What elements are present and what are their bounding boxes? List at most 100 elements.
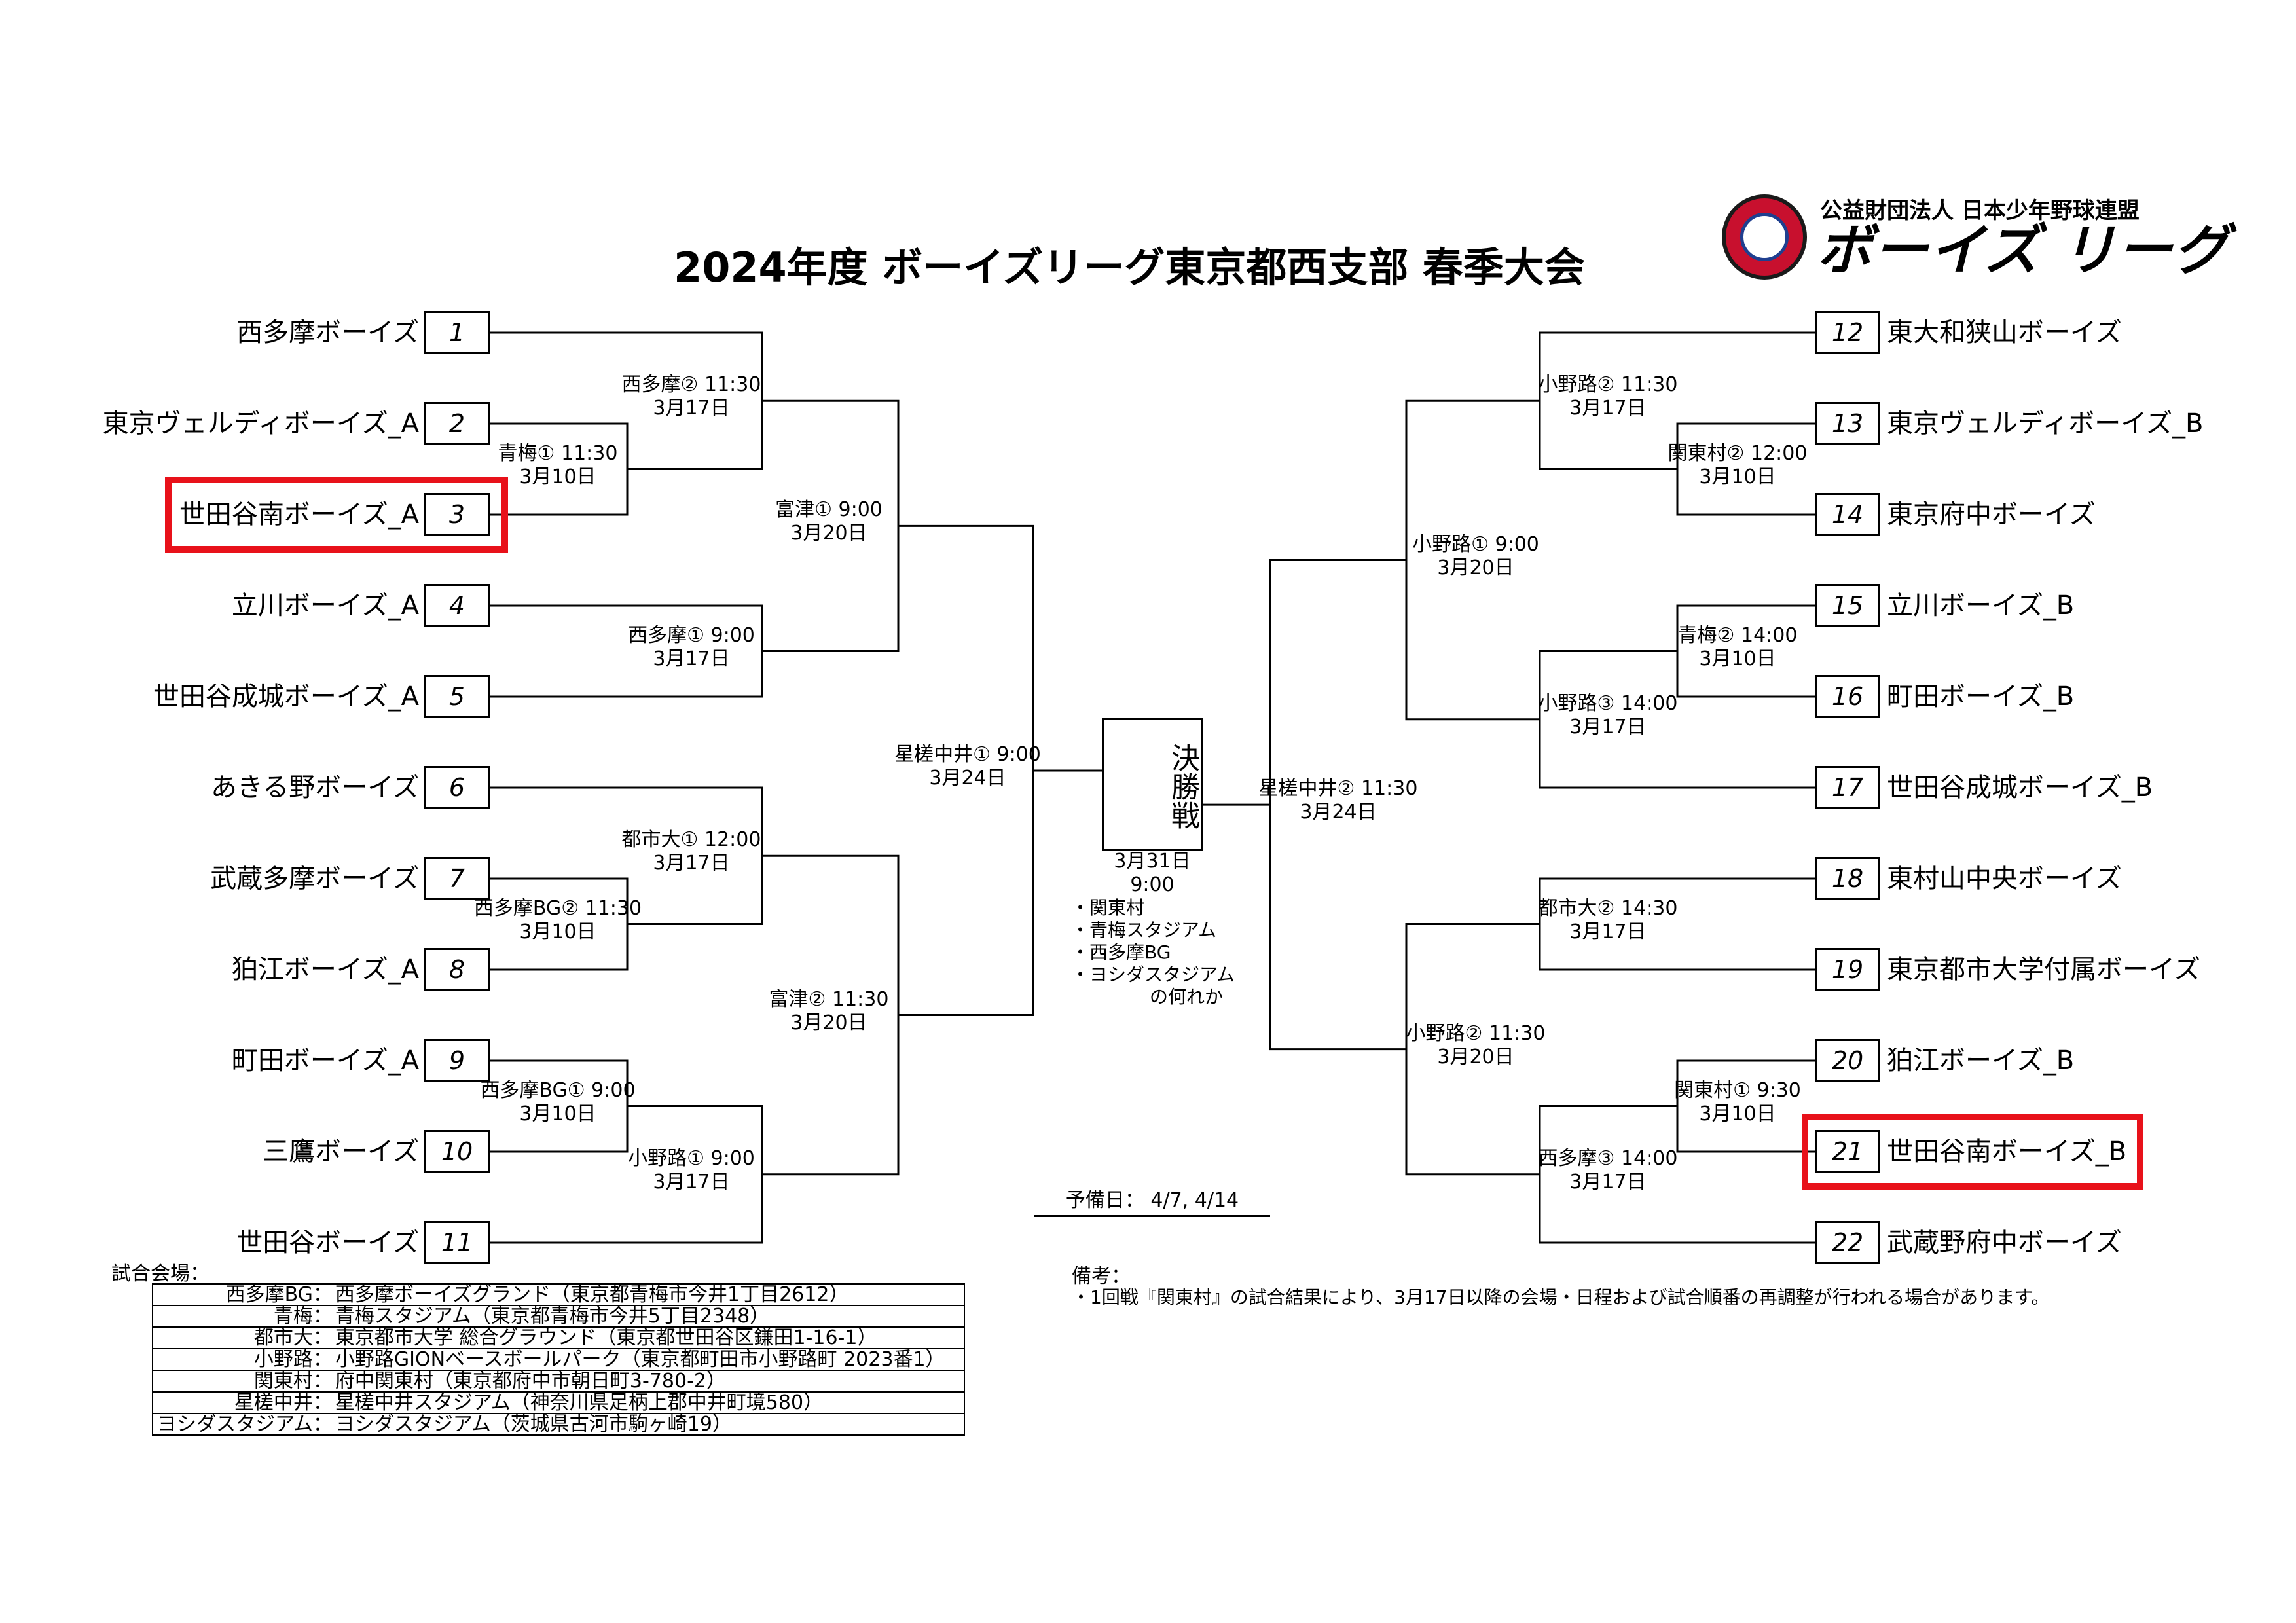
team-seed-number: 17: [1815, 766, 1880, 809]
match-date: 3月20日: [790, 522, 867, 545]
match-date: 3月20日: [1437, 556, 1514, 579]
team-name: 世田谷南ボーイズ_A: [179, 500, 419, 530]
venue-table: 西多摩BG：西多摩ボーイズグランド（東京都青梅市今井1丁目2612）青梅：青梅ス…: [152, 1283, 966, 1436]
match-venue-time: 小野路① 9:00: [1412, 532, 1539, 556]
team-seed-number: 10: [424, 1130, 490, 1173]
venue-abbreviation: 星槎中井：: [152, 1391, 333, 1414]
league-logo: 公益財団法人 日本少年野球連盟 ボーイズ リーグ: [1722, 191, 2229, 283]
match-date: 3月17日: [1569, 920, 1647, 943]
team-name: 東京都市大学付属ボーイズ: [1887, 955, 2200, 985]
final-venue: ・ヨシダスタジアム: [1071, 964, 1235, 985]
team-seed-number: 8: [424, 948, 490, 991]
final-venue: ・西多摩BG: [1071, 941, 1171, 963]
match-venue-time: 星槎中井② 11:30: [1258, 777, 1418, 801]
team-name: 東大和狭山ボーイズ: [1887, 318, 2122, 348]
team-seed-number: 13: [1815, 402, 1880, 445]
team-seed-number: 4: [424, 584, 490, 627]
venue-detail: 西多摩ボーイズグランド（東京都青梅市今井1丁目2612）: [332, 1283, 966, 1306]
team-name: 世田谷ボーイズ: [236, 1228, 419, 1258]
match-date: 3月17日: [653, 1170, 730, 1194]
table-row: ヨシダスタジアム：ヨシダスタジアム（茨城県古河市駒ヶ崎19）: [152, 1413, 966, 1436]
final-date: 3月31日: [1114, 850, 1191, 873]
match-venue-time: 青梅② 14:00: [1677, 623, 1798, 647]
team-seed-number: 7: [424, 857, 490, 900]
logo-organization-text: 公益財団法人 日本少年野球連盟: [1820, 198, 2140, 224]
match-date: 3月10日: [1699, 1102, 1776, 1125]
team-seed-number: 1: [424, 311, 490, 354]
team-seed-number: 16: [1815, 675, 1880, 718]
table-row: 青梅：青梅スタジアム（東京都青梅市今井5丁目2348）: [152, 1305, 966, 1328]
final-time: 9:00: [1130, 873, 1175, 896]
match-date: 3月10日: [519, 1102, 596, 1125]
match-date: 3月24日: [929, 766, 1006, 790]
team-seed-number: 3: [424, 493, 490, 536]
table-row: 都市大：東京都市大学 総合グラウンド（東京都世田谷区鎌田1-16-1）: [152, 1326, 966, 1349]
team-name: 東村山中央ボーイズ: [1887, 864, 2122, 894]
team-seed-number: 2: [424, 402, 490, 445]
match-venue-time: 小野路② 11:30: [1538, 373, 1678, 397]
match-venue-time: 富津② 11:30: [769, 987, 889, 1011]
venue-detail: 青梅スタジアム（東京都青梅市今井5丁目2348）: [332, 1305, 966, 1328]
match-venue-time: 関東村① 9:30: [1674, 1078, 1801, 1102]
match-date: 3月17日: [653, 647, 730, 670]
venue-detail: 東京都市大学 総合グラウンド（東京都世田谷区鎌田1-16-1）: [332, 1326, 966, 1349]
team-seed-number: 14: [1815, 493, 1880, 536]
venue-abbreviation: 都市大：: [152, 1326, 333, 1349]
page-title: 2024年度 ボーイズリーグ東京都西支部 春季大会: [674, 244, 1585, 291]
venue-abbreviation: 西多摩BG：: [152, 1283, 333, 1306]
team-name: あきる野ボーイズ: [211, 773, 419, 803]
match-venue-time: 西多摩BG② 11:30: [473, 896, 642, 920]
match-date: 3月24日: [1300, 801, 1377, 824]
match-date: 3月17日: [653, 397, 730, 420]
venue-table-heading: 試合会場：: [111, 1262, 210, 1285]
venue-abbreviation: 関東村：: [152, 1370, 333, 1393]
team-name: 狛江ボーイズ_A: [231, 955, 419, 985]
team-name: 武蔵多摩ボーイズ: [210, 864, 419, 894]
match-venue-time: 西多摩③ 14:00: [1538, 1146, 1678, 1170]
final-venue-note: の何れか: [1150, 986, 1224, 1008]
match-date: 3月10日: [519, 465, 596, 488]
team-name: 東京ヴェルディボーイズ_A: [102, 409, 419, 439]
match-venue-time: 小野路② 11:30: [1406, 1021, 1546, 1045]
table-row: 星槎中井：星槎中井スタジアム（神奈川県足柄上郡中井町境580）: [152, 1391, 966, 1414]
team-name: 西多摩ボーイズ: [236, 318, 419, 348]
team-seed-number: 9: [424, 1039, 490, 1082]
team-name: 武蔵野府中ボーイズ: [1887, 1228, 2122, 1258]
team-name: 東京ヴェルディボーイズ_B: [1887, 409, 2204, 439]
team-seed-number: 6: [424, 766, 490, 809]
team-seed-number: 18: [1815, 857, 1880, 900]
final-venue-options: ・関東村 ・青梅スタジアム ・西多摩BG ・ヨシダスタジアム: [1071, 897, 1235, 986]
match-venue-time: 星槎中井① 9:00: [894, 742, 1041, 766]
team-name: 立川ボーイズ_A: [231, 591, 419, 621]
league-seal-icon: [1722, 194, 1807, 280]
team-name: 狛江ボーイズ_B: [1887, 1046, 2075, 1076]
final-venue: ・青梅スタジアム: [1071, 919, 1217, 941]
notes-text: ・1回戦『関東村』の試合結果により、3月17日以降の会場・日程および試合順番の再…: [1072, 1286, 2050, 1308]
team-name: 世田谷成城ボーイズ_B: [1887, 773, 2153, 803]
team-name: 町田ボーイズ_B: [1887, 682, 2075, 712]
final-label: 決勝戦: [1166, 743, 1199, 830]
match-venue-time: 小野路① 9:00: [628, 1146, 755, 1170]
team-name: 立川ボーイズ_B: [1887, 591, 2075, 621]
venue-detail: 府中関東村（東京都府中市朝日町3-780-2）: [332, 1370, 966, 1393]
match-venue-time: 青梅① 11:30: [498, 441, 618, 465]
venue-abbreviation: 青梅：: [152, 1305, 333, 1328]
team-name: 世田谷南ボーイズ_B: [1887, 1137, 2127, 1167]
team-seed-number: 19: [1815, 948, 1880, 991]
match-date: 3月17日: [653, 852, 730, 875]
